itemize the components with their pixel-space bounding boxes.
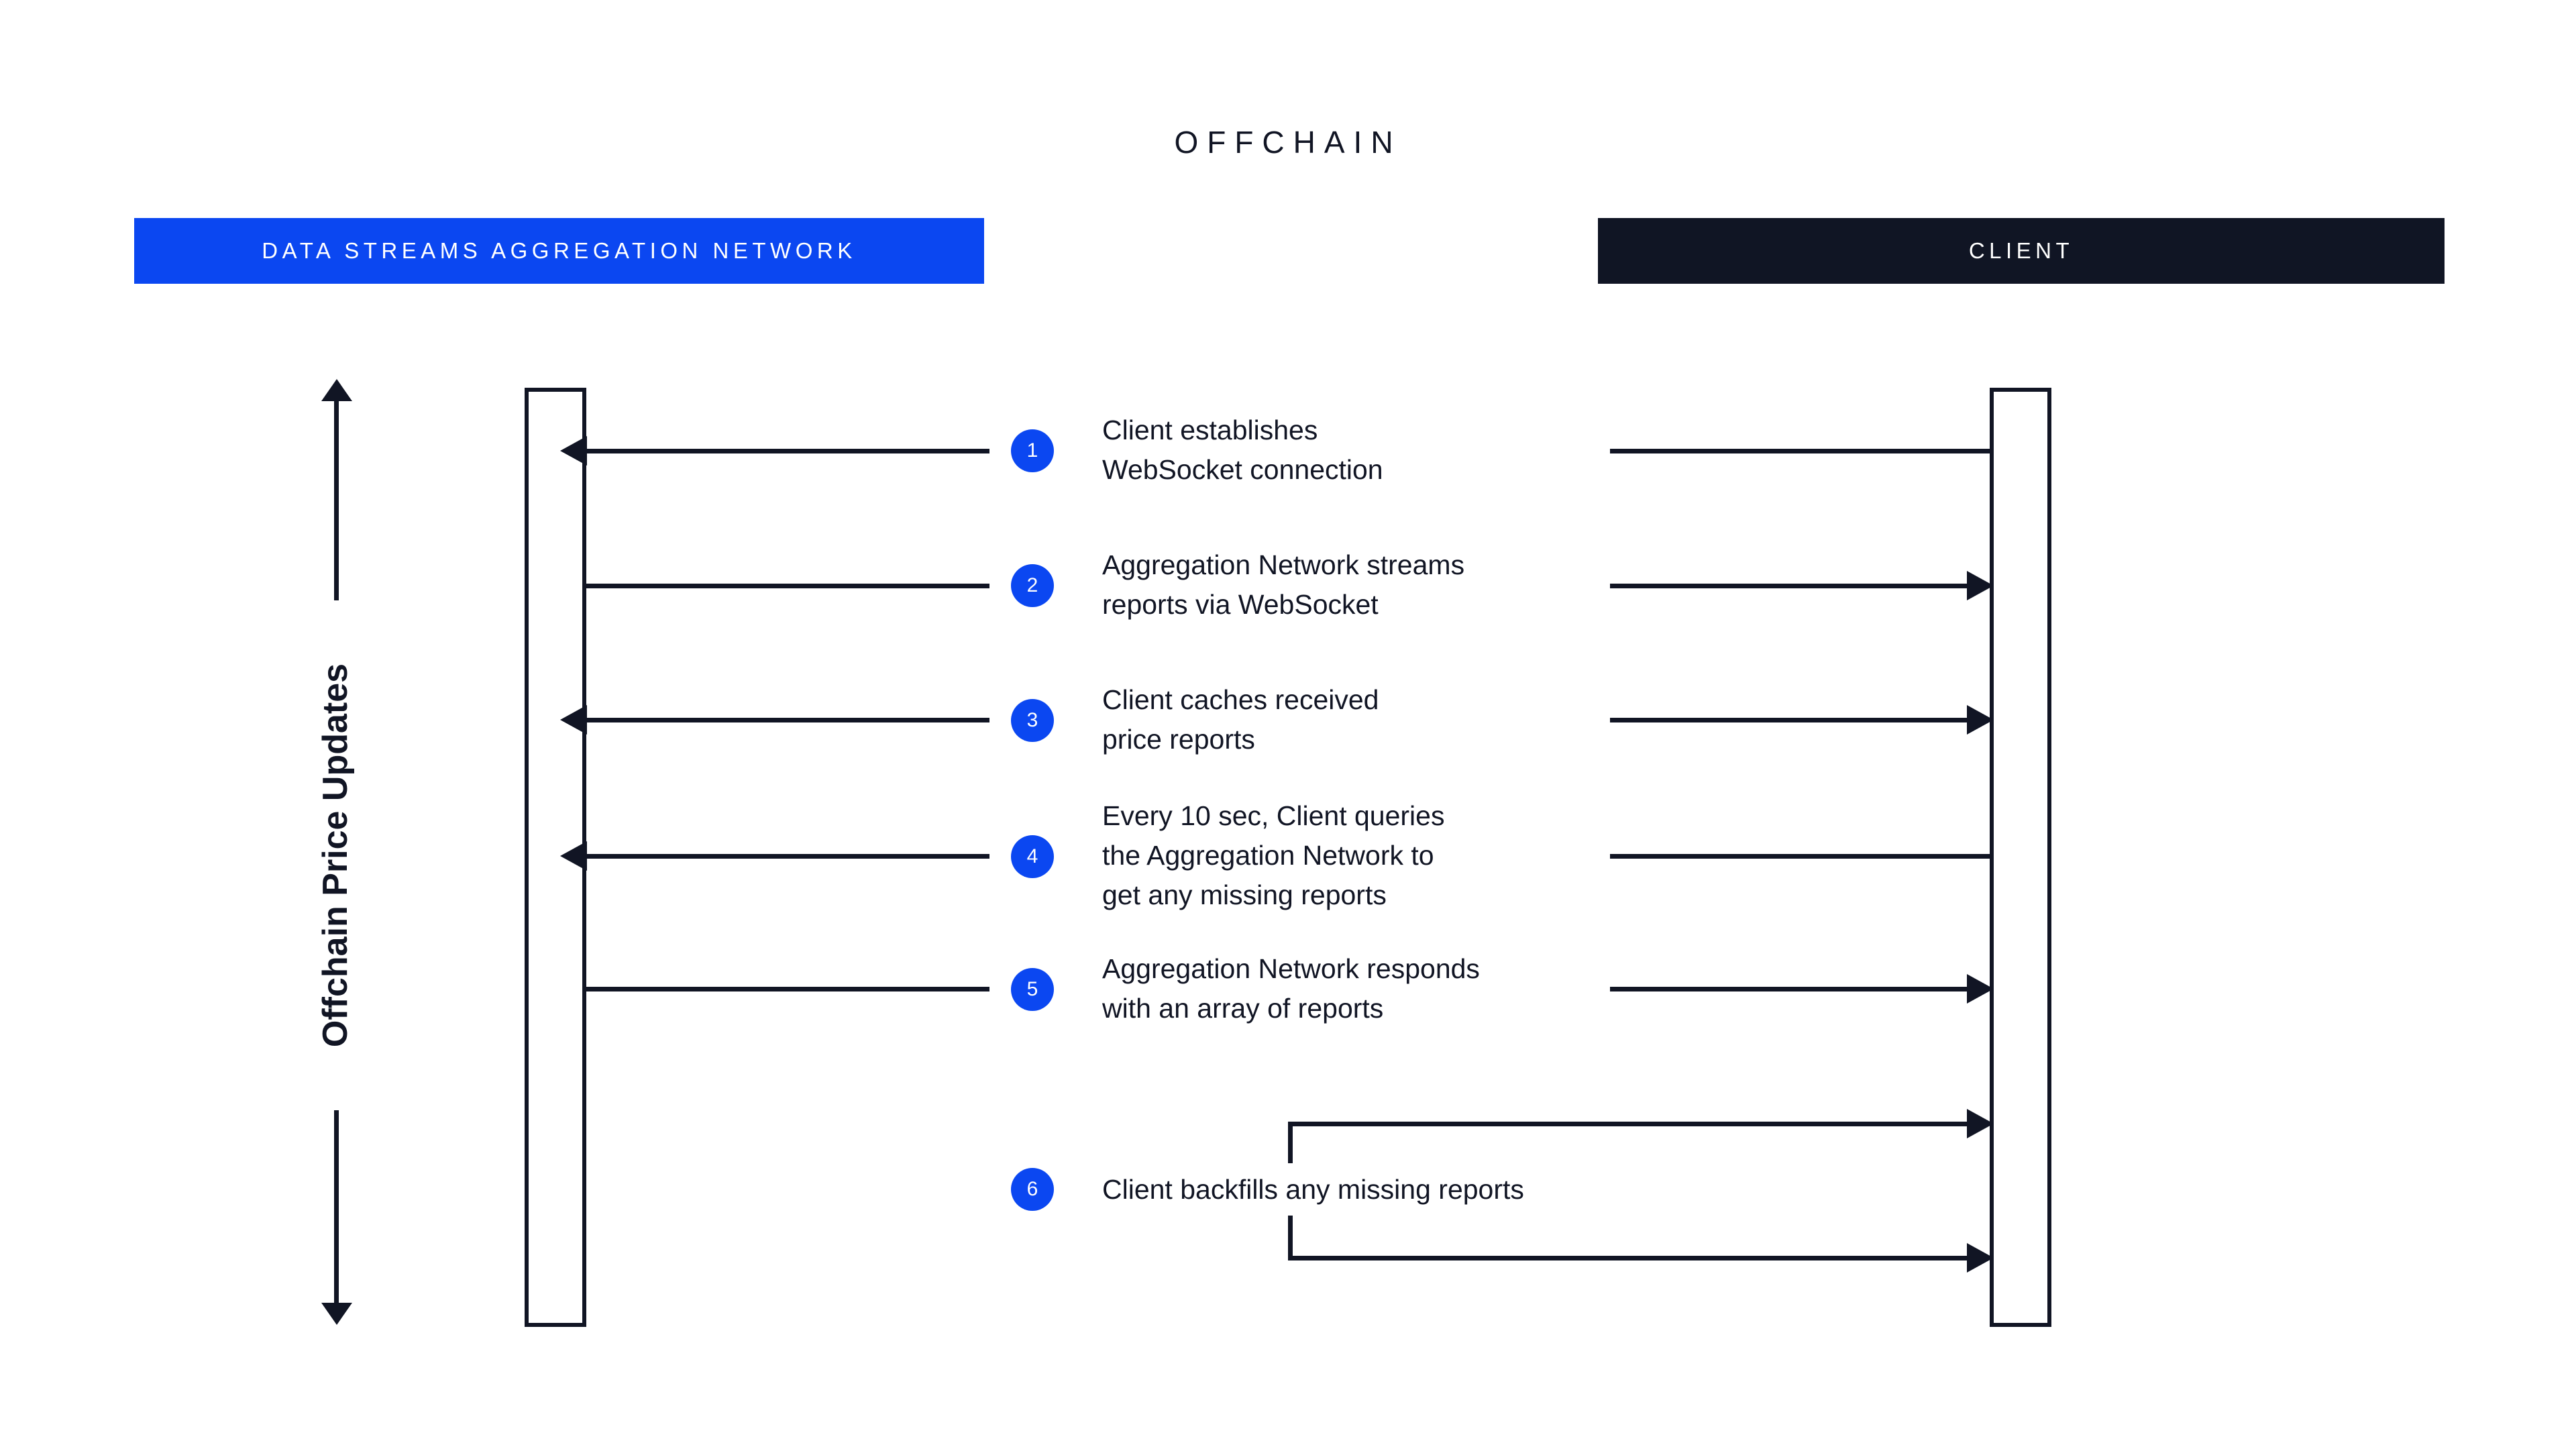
- step-text-6: Client backfills any missing reports: [1102, 1174, 1524, 1205]
- backfill-arrow-head-lower: [1967, 1243, 1994, 1273]
- offchain-price-updates-axis: Offchain Price Updates: [282, 379, 389, 1325]
- step-text-3: Client caches received price reports: [1102, 684, 1379, 755]
- lane-header-aggregation-network-label: DATA STREAMS AGGREGATION NETWORK: [262, 238, 857, 263]
- arrow-head-left-step-4: [560, 841, 587, 871]
- backfill-arrow-line-upper: [1288, 1122, 1967, 1126]
- arrow-line-right-step-3: [1610, 718, 1967, 722]
- arrow-head-right-step-3: [1967, 705, 1994, 735]
- axis-arrow-down-icon: [321, 1303, 352, 1325]
- lane-header-client-label: CLIENT: [1968, 238, 2074, 263]
- step-badge-5: 5: [1011, 968, 1054, 1011]
- backfill-arrow-line-lower: [1288, 1256, 1967, 1260]
- step-text-1: Client establishes WebSocket connection: [1102, 415, 1383, 485]
- backfill-arrow-stub-upper: [1288, 1122, 1293, 1163]
- backfill-arrow-head-upper: [1967, 1109, 1994, 1138]
- step-text-4: Every 10 sec, Client queries the Aggrega…: [1102, 800, 1445, 910]
- arrow-line-right-step-1: [1610, 449, 1994, 453]
- axis-label: Offchain Price Updates: [316, 663, 355, 1048]
- arrow-line-left-step-2: [586, 584, 989, 588]
- backfill-arrow-stub-lower: [1288, 1216, 1293, 1257]
- step-badge-1: 1: [1011, 429, 1054, 472]
- step-badge-2: 2: [1011, 564, 1054, 607]
- lane-header-client: CLIENT: [1598, 218, 2445, 284]
- arrow-line-left-step-5: [586, 987, 989, 991]
- arrow-line-right-step-2: [1610, 584, 1967, 588]
- axis-label-container: Offchain Price Updates: [282, 600, 389, 1110]
- lifeline-client: [1990, 388, 2051, 1327]
- arrow-line-left-step-1: [587, 449, 989, 453]
- step-badge-4: 4: [1011, 835, 1054, 878]
- step-badge-3: 3: [1011, 699, 1054, 742]
- arrow-line-left-step-4: [587, 854, 989, 859]
- step-text-5: Aggregation Network responds with an arr…: [1102, 953, 1480, 1024]
- arrow-line-right-step-5: [1610, 987, 1967, 991]
- arrow-line-right-step-4: [1610, 854, 1994, 859]
- lane-header-aggregation-network: DATA STREAMS AGGREGATION NETWORK: [134, 218, 984, 284]
- arrow-head-right-step-2: [1967, 571, 1994, 600]
- step-text-2: Aggregation Network streams reports via …: [1102, 549, 1465, 620]
- arrow-line-left-step-3: [587, 718, 989, 722]
- arrow-head-right-step-5: [1967, 974, 1994, 1004]
- step-badge-6: 6: [1011, 1168, 1054, 1211]
- page-title: OFFCHAIN: [1174, 125, 1402, 160]
- arrow-head-left-step-1: [560, 436, 587, 466]
- arrow-head-left-step-3: [560, 705, 587, 735]
- axis-arrow-up-icon: [321, 379, 352, 401]
